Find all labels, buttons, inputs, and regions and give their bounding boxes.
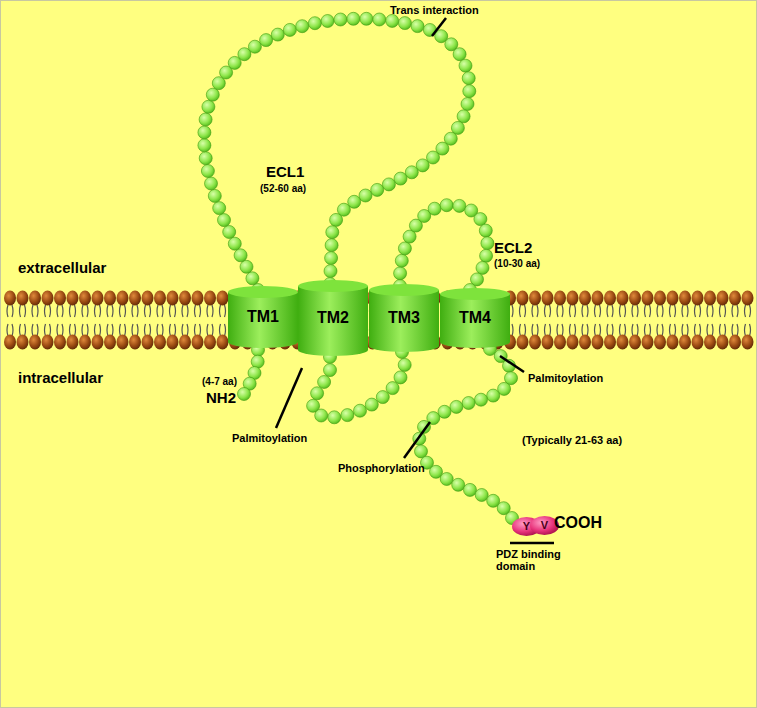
region-label: extracellular [18, 260, 106, 277]
terminus-label: COOH [554, 514, 602, 532]
length-label: (10-30 aa) [494, 258, 540, 269]
length-label: (Typically 21-63 aa) [522, 434, 622, 446]
helix-label: TM1 [228, 286, 298, 326]
transmembrane-helix: TM1 [228, 286, 298, 348]
modification-label: Phosphorylation [338, 462, 425, 474]
transmembrane-helix: TM2 [298, 280, 368, 356]
terminus-label: NH2 [206, 390, 236, 407]
loop-name: ECL2 [494, 240, 532, 257]
transmembrane-helix: TM4 [440, 288, 510, 348]
length-label: (52-60 aa) [260, 183, 306, 194]
region-label: intracellular [18, 370, 103, 387]
transmembrane-helix: TM3 [369, 284, 439, 352]
modification-label: Palmitoylation [232, 432, 307, 444]
leader-line [276, 18, 554, 543]
loop-name: ECL1 [266, 164, 304, 181]
helix-label: TM3 [369, 284, 439, 327]
amino-acid-chain [198, 12, 519, 524]
helix-label: TM2 [298, 280, 368, 327]
annotation-label: Trans interaction [390, 4, 479, 16]
domain-label: PDZ binding domain [496, 548, 582, 572]
modification-label: Palmitoylation [528, 372, 603, 384]
helix-label: TM4 [440, 288, 510, 327]
length-label: (4-7 aa) [202, 376, 237, 387]
